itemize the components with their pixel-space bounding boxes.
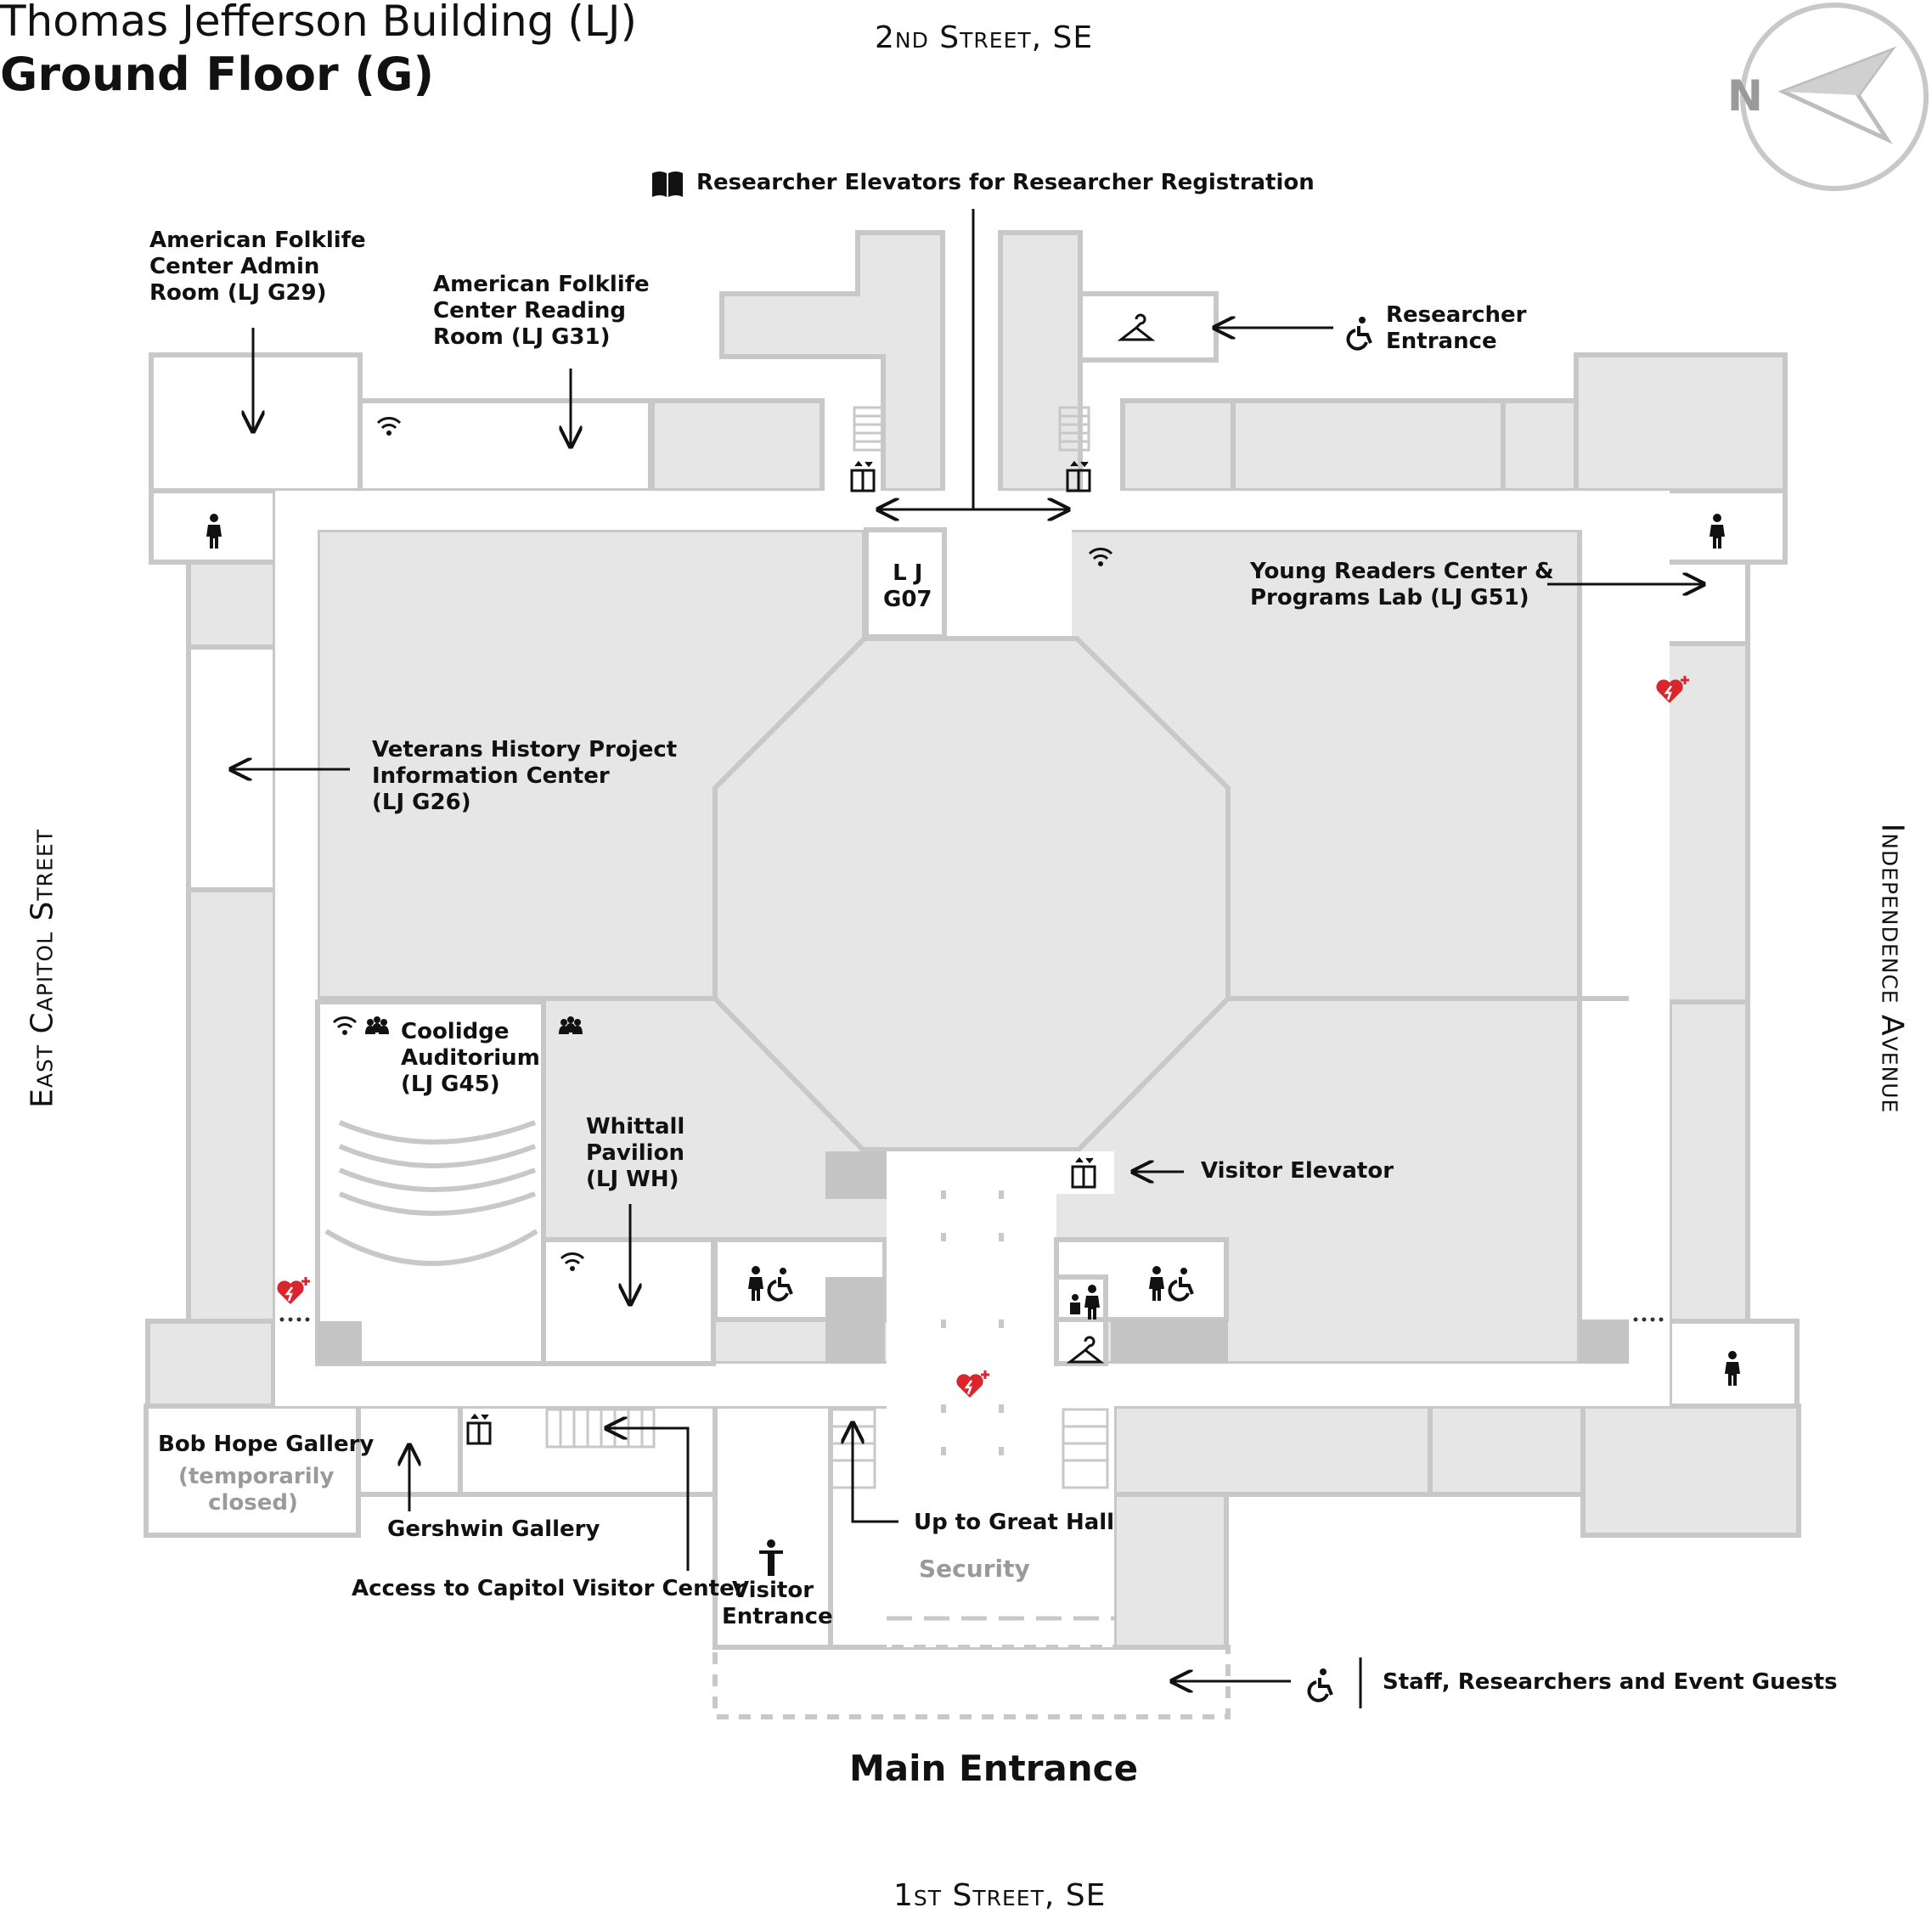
- label-bob-hope: Bob Hope Gallery: [158, 1432, 375, 1457]
- compass-arrow-icon: [1777, 46, 1897, 144]
- compass: [1740, 3, 1929, 191]
- label-capitol-access: Access to Capitol Visitor Center: [352, 1576, 746, 1601]
- street-east: Independence Avenue: [1874, 823, 1910, 1114]
- label-folklife-reading: American Folklife Center Reading Room (L…: [433, 272, 650, 350]
- label-veterans: Veterans History Project Information Cen…: [372, 737, 678, 815]
- label-whittall: Whittall Pavilion (LJ WH): [586, 1114, 685, 1192]
- label-researcher-entrance: Researcher Entrance: [1386, 302, 1527, 354]
- label-visitor-entrance: Visitor Entrance: [722, 1578, 833, 1629]
- label-visitor-elevator: Visitor Elevator: [1201, 1158, 1394, 1184]
- label-security: Security: [919, 1555, 1030, 1583]
- street-south: 1st Street, SE: [893, 1878, 1107, 1913]
- label-main-entrance: Main Entrance: [849, 1747, 1139, 1789]
- label-young-readers: Young Readers Center & Programs Lab (LJ …: [1250, 559, 1554, 610]
- elevator-icon: [850, 460, 876, 492]
- street-west: East Capitol Street: [25, 829, 60, 1108]
- label-gershwin: Gershwin Gallery: [387, 1516, 600, 1542]
- book-icon: [652, 172, 683, 197]
- accessible-icon: [1307, 1667, 1333, 1702]
- compass-north-label: N: [1727, 71, 1763, 121]
- street-north: 2nd Street, SE: [875, 20, 1094, 55]
- label-folklife-admin: American Folklife Center Admin Room (LJ …: [149, 228, 366, 306]
- label-coolidge: Coolidge Auditorium (LJ G45): [401, 1019, 540, 1097]
- family-restroom-icon: [1070, 1285, 1100, 1319]
- label-staff-entrance: Staff, Researchers and Event Guests: [1383, 1669, 1838, 1695]
- label-bob-hope-status: (temporarily closed): [178, 1464, 335, 1516]
- label-researcher-elevators: Researcher Elevators for Researcher Regi…: [696, 170, 1315, 195]
- building-title: Thomas Jefferson Building (LJ): [0, 0, 637, 46]
- floor-title: Ground Floor (G): [0, 48, 435, 101]
- visitor-person-icon: [759, 1539, 783, 1576]
- accessible-icon: [1346, 315, 1372, 351]
- interior-spaces: [275, 406, 1670, 1719]
- label-lj-g07: L J G07: [883, 560, 932, 612]
- leader-arrows: [231, 209, 1704, 1708]
- label-great-hall: Up to Great Hall: [914, 1510, 1115, 1535]
